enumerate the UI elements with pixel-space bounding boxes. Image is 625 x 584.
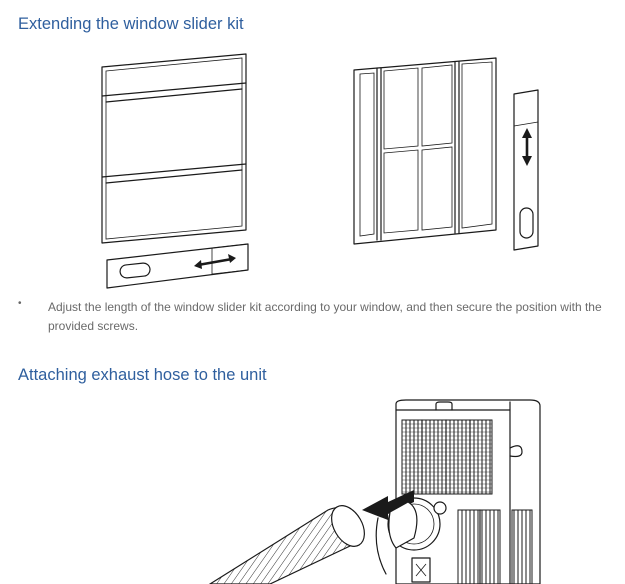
window-frame-panel-illustration [353,57,539,251]
bullet-marker: • [18,298,22,309]
exhaust-hose-unit-illustration [208,399,541,584]
section-heading-attaching-exhaust-hose: Attaching exhaust hose to the unit [18,366,267,384]
bullet-list-item: • Adjust the length of the window slider… [18,298,613,336]
window-slider-panel-illustration [101,53,249,289]
instruction-text: Adjust the length of the window slider k… [48,300,602,333]
section-heading-extending-slider-kit: Extending the window slider kit [18,15,244,33]
